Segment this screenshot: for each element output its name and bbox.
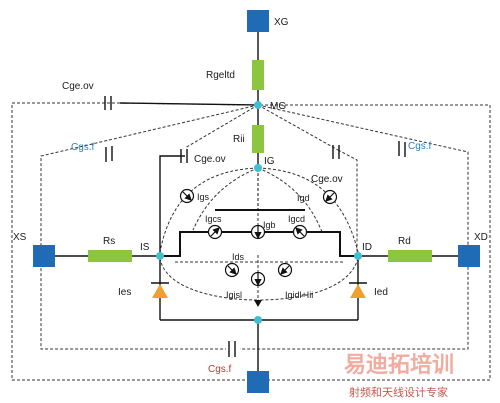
label-igcd: Igcd	[288, 214, 305, 224]
label-ids: Ids	[232, 252, 245, 262]
diode-ies	[151, 282, 169, 298]
terminal-xb[interactable]	[247, 371, 269, 393]
capacitor-cge-ov-left	[180, 149, 188, 163]
label-is: IS	[140, 242, 150, 253]
current-source-igd	[322, 189, 338, 205]
terminal-xd[interactable]	[458, 245, 480, 267]
label-xg: XG	[274, 17, 289, 28]
junction-nodes	[156, 101, 362, 324]
label-igisl: Igisl	[226, 290, 242, 300]
label-igidl-iii: Igidl+Iii	[285, 290, 313, 300]
label-rs: Rs	[103, 236, 115, 247]
resistor-rd	[388, 250, 432, 262]
capacitor-cge-ov-right	[332, 145, 340, 159]
label-cge-ov-top: Cge.ov	[62, 81, 94, 92]
current-source-ids	[224, 262, 240, 278]
resistor-rii	[252, 125, 264, 153]
label-igd: Igd	[297, 193, 310, 203]
node-mg	[254, 101, 262, 109]
resistor-rs	[88, 250, 132, 262]
capacitor-cgs-f-right	[398, 141, 406, 157]
field-line-bottom-right	[257, 257, 359, 301]
node-is	[156, 252, 164, 260]
inner-frame-right	[240, 104, 469, 350]
label-igb: Igb	[263, 220, 276, 230]
watermark-subtitle: 射频和天线设计专家	[349, 385, 448, 399]
mg-to-cgeov-right	[257, 104, 339, 151]
field-line-gcs	[192, 167, 259, 231]
watermark-title: 易迪拓培训	[344, 352, 454, 378]
cgeov-right-to-id	[337, 149, 358, 252]
outer-frame-left	[11, 102, 251, 381]
label-mg: MG	[270, 101, 286, 112]
label-rd: Rd	[398, 236, 411, 247]
inner-frame-left	[40, 104, 259, 350]
field-line-gcd	[257, 167, 323, 233]
field-line-bottom-left	[159, 257, 259, 301]
current-source-igidl-iii	[277, 262, 293, 278]
label-cge-ov-right: Cge.ov	[311, 174, 343, 185]
label-rii: Rii	[233, 134, 245, 145]
capacitor-cge-ov-top	[104, 96, 112, 110]
label-rgeltd: Rgeltd	[206, 70, 235, 81]
node-bottom	[254, 316, 262, 324]
capacitor-cgs-f-left	[105, 146, 113, 162]
terminal-xg[interactable]	[247, 10, 269, 32]
node-ig	[254, 164, 262, 172]
resistor-rgeltd	[252, 60, 264, 90]
terminal-xs[interactable]	[33, 245, 55, 267]
current-source-igisl	[250, 271, 266, 287]
label-cgs-f-left: Cgs.f	[71, 142, 95, 153]
label-xd: XD	[474, 232, 488, 243]
current-sources	[179, 188, 338, 287]
current-source-igcs	[207, 224, 223, 240]
label-ied: Ied	[374, 287, 388, 298]
mg-to-cgeov-left	[184, 104, 259, 149]
current-source-igb	[250, 224, 266, 240]
body-arrow	[254, 300, 262, 307]
label-cge-ov-left: Cge.ov	[194, 154, 226, 165]
diode-ied	[349, 282, 367, 298]
current-source-igcd	[292, 224, 308, 240]
label-id: ID	[362, 242, 372, 253]
outer-frame-right	[250, 104, 491, 381]
label-cgs-f-right: Cgs.f	[408, 141, 432, 152]
current-source-igs	[179, 188, 195, 204]
label-igs: Igs	[197, 192, 210, 202]
label-xs: XS	[13, 232, 27, 243]
node-id	[354, 252, 362, 260]
label-ig: IG	[264, 156, 275, 167]
label-cgs-f-bottom: Cgs.f	[208, 364, 232, 375]
label-igcs: Igcs	[205, 214, 222, 224]
label-ies: Ies	[118, 287, 131, 298]
field-line-gd	[257, 167, 359, 253]
capacitor-cgs-f-bottom	[228, 341, 236, 357]
